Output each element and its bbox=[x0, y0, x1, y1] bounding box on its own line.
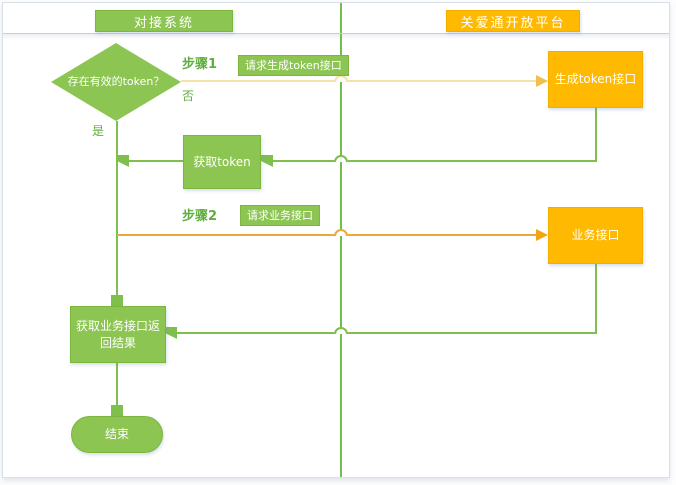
terminator-end: 结束 bbox=[71, 416, 163, 453]
connector-hop-step1 bbox=[334, 75, 348, 82]
diagram-canvas: 对接系统 关爱通开放平台 存在有效的token？ 获取token 生成token… bbox=[2, 2, 670, 478]
arrowhead-into-end bbox=[111, 405, 123, 417]
connector-step1-request-left bbox=[181, 80, 334, 82]
step1-tag: 请求生成token接口 bbox=[238, 55, 349, 76]
process-get-token: 获取token bbox=[183, 135, 261, 189]
branch-label-no: 否 bbox=[182, 89, 195, 103]
step2-tag: 请求业务接口 bbox=[240, 205, 320, 226]
connector-step2-request-right bbox=[348, 234, 537, 236]
connector-return-result-left bbox=[175, 332, 334, 334]
arrowhead-into-gen-token-api bbox=[536, 75, 548, 87]
connector-step2-request-left bbox=[117, 234, 334, 236]
connector-result-to-end bbox=[116, 363, 118, 407]
header-separator-line bbox=[3, 33, 669, 34]
lane-header-integration-system: 对接系统 bbox=[95, 10, 233, 32]
connector-hop-step2 bbox=[334, 229, 348, 236]
step2-label: 步骤2 bbox=[182, 209, 218, 224]
connector-return-result-right bbox=[348, 332, 597, 334]
header-separator-shade bbox=[3, 34, 669, 40]
connector-gen-token-down bbox=[595, 108, 597, 162]
branch-label-yes: 是 bbox=[92, 124, 105, 138]
arrowhead-merge-main-line bbox=[117, 155, 129, 167]
arrowhead-into-get-token bbox=[261, 155, 273, 167]
arrowhead-into-get-result bbox=[111, 295, 123, 307]
connector-business-api-down bbox=[595, 264, 597, 334]
step1-label: 步骤1 bbox=[182, 57, 218, 72]
decision-token-valid: 存在有效的token？ bbox=[51, 43, 181, 121]
connector-return-token-right bbox=[348, 160, 597, 162]
process-gen-token-api: 生成token接口 bbox=[548, 51, 643, 108]
connector-yes-main-vertical bbox=[116, 121, 118, 297]
connector-get-token-to-main bbox=[127, 160, 183, 162]
arrowhead-into-business-api bbox=[536, 229, 548, 241]
lane-header-open-platform: 关爱通开放平台 bbox=[446, 10, 580, 32]
connector-hop-return-result bbox=[334, 327, 348, 334]
process-get-business-result: 获取业务接口返回结果 bbox=[70, 306, 166, 363]
process-business-api: 业务接口 bbox=[548, 207, 643, 264]
arrowhead-into-get-result-side bbox=[165, 327, 177, 339]
connector-return-token-left bbox=[271, 160, 334, 162]
connector-step1-request-right bbox=[348, 80, 537, 82]
lane-divider bbox=[340, 3, 342, 477]
connector-hop-return-token bbox=[334, 155, 348, 162]
